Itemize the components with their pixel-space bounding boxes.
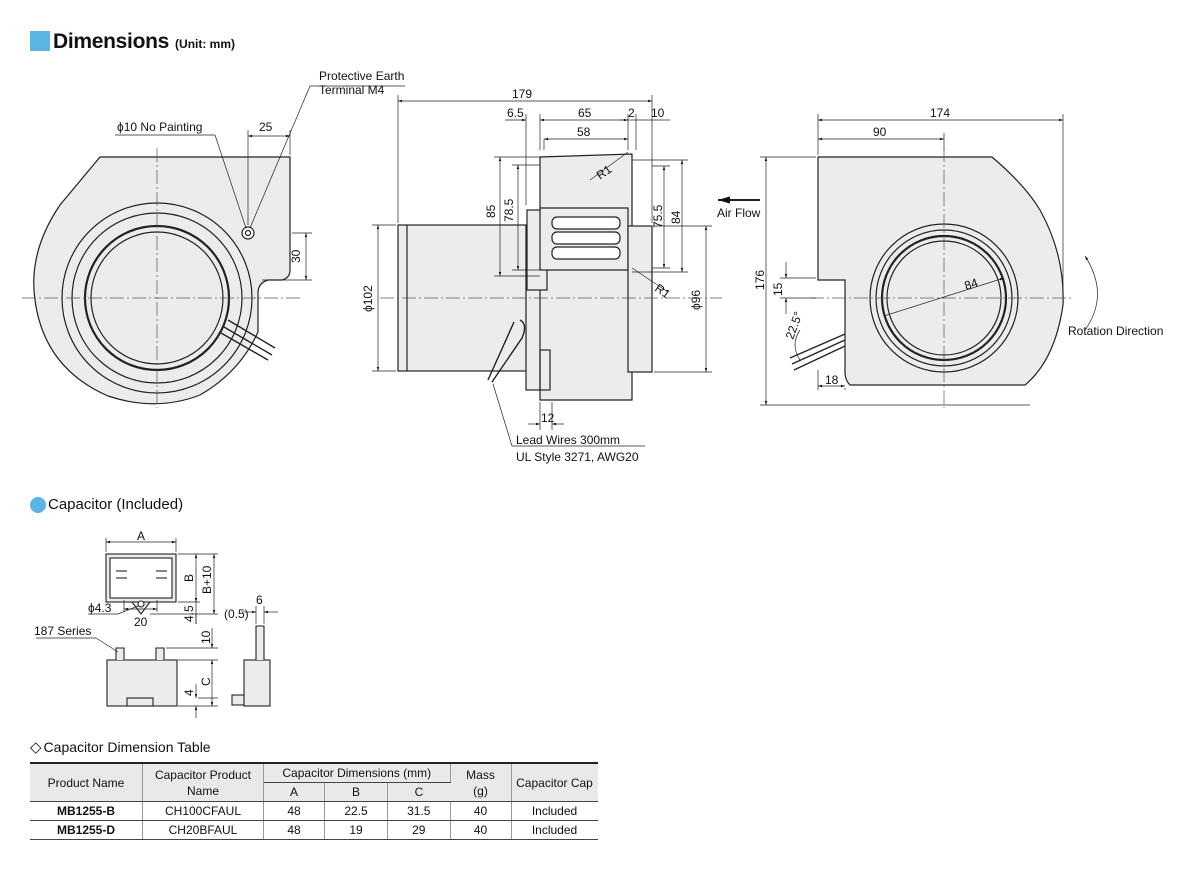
- side-dim-12: 12: [541, 411, 555, 425]
- cap-B10-label: B+10: [200, 565, 214, 594]
- cell-mass: 40: [450, 820, 512, 840]
- cell-mass: 40: [450, 801, 512, 821]
- capacitor-dot-icon: [30, 496, 46, 513]
- cell-cap: Included: [511, 820, 598, 840]
- header-capacitor-cap: Capacitor Cap: [511, 762, 598, 802]
- header-capacitor-product: Capacitor Product Name: [142, 762, 264, 802]
- rotation-direction-label: Rotation Direction: [1068, 324, 1163, 338]
- lead-wires-label-1: Lead Wires 300mm: [516, 433, 620, 447]
- earth-label-1: Protective Earth: [319, 69, 404, 83]
- table-header-row: Product Name Capacitor Product Name Capa…: [30, 762, 598, 802]
- side-dim-84: 84: [669, 210, 683, 224]
- side-view: [397, 153, 653, 401]
- side-dim-6-5: 6.5: [507, 106, 524, 120]
- front-dim-25: 25: [259, 120, 273, 134]
- cap-C-label: C: [199, 677, 213, 686]
- header-product-name: Product Name: [30, 762, 143, 802]
- table-subheader-row: A B C: [30, 782, 598, 802]
- cap-dim-20-label: 20: [134, 615, 148, 629]
- table-heading: ◇ Capacitor Dimension Table: [30, 738, 211, 756]
- rear-dim-174: 174: [930, 106, 950, 120]
- heading-square-icon: [30, 31, 50, 51]
- header-mass: Mass (g): [450, 762, 512, 802]
- front-dim-30: 30: [289, 249, 303, 263]
- cell-product: MB1255-B: [30, 801, 143, 821]
- side-dim-85: 85: [484, 204, 498, 218]
- side-dim-10: 10: [651, 106, 665, 120]
- table-row: MB1255-B CH100CFAUL 48 22.5 31.5 40 Incl…: [30, 801, 598, 821]
- rear-dim-18: 18: [825, 373, 839, 387]
- side-dim-179: 179: [512, 87, 532, 101]
- lead-wires-label-2: UL Style 3271, AWG20: [516, 450, 639, 464]
- cap-A-label: A: [137, 529, 145, 543]
- air-flow-label: Air Flow: [717, 206, 761, 220]
- cap-dim-4-5-label: 4.5: [182, 605, 196, 622]
- cell-A: 48: [263, 801, 325, 821]
- header-dimensions: Capacitor Dimensions (mm): [263, 762, 451, 783]
- rear-dim-15: 15: [771, 282, 785, 296]
- side-view-dims: [372, 95, 722, 447]
- rear-view-dims: [718, 114, 1098, 406]
- dimensions-heading: Dimensions (Unit: mm): [30, 28, 235, 54]
- capacitor-drawing: A B B+10 ϕ4.3 20 4.5 (0.5) 6 187 Series …: [34, 529, 278, 718]
- r1-bottom-label: R1: [652, 281, 673, 301]
- header-capacitor-product-line2: Name: [186, 783, 219, 798]
- cell-cap: Included: [511, 801, 598, 821]
- rear-view: [789, 148, 1072, 408]
- cell-B: 22.5: [324, 801, 388, 821]
- cell-C: 29: [387, 820, 451, 840]
- cell-capacitor: CH20BFAUL: [142, 820, 264, 840]
- cap-dim-4-label: 4: [182, 689, 196, 696]
- earth-label-2: Terminal M4: [319, 83, 385, 97]
- side-dim-58: 58: [577, 125, 591, 139]
- header-C: C: [387, 782, 450, 802]
- cap-dim-0-5-label: (0.5): [224, 607, 249, 621]
- side-dim-65: 65: [578, 106, 592, 120]
- header-capacitor-product-line1: Capacitor Product: [154, 767, 252, 782]
- cell-product: MB1255-D: [30, 820, 143, 840]
- cap-dim-6-label: 6: [256, 593, 263, 607]
- cap-B-label: B: [182, 574, 196, 582]
- cell-A: 48: [263, 820, 325, 840]
- heading-unit: (Unit: mm): [175, 37, 236, 51]
- heading-title: Dimensions: [53, 30, 170, 53]
- header-mass-line2: (g): [473, 783, 488, 798]
- capacitor-title: Capacitor (Included): [48, 496, 184, 513]
- cell-C: 31.5: [387, 801, 451, 821]
- rear-dim-176: 176: [753, 270, 767, 290]
- header-A: A: [263, 782, 325, 802]
- rear-dim-90: 90: [873, 125, 887, 139]
- cap-series-label: 187 Series: [34, 624, 91, 638]
- side-dim-2: 2: [628, 106, 635, 120]
- table-title: Capacitor Dimension Table: [43, 739, 211, 755]
- rear-dim-22-5: 22.5°: [783, 310, 806, 341]
- header-B: B: [324, 782, 388, 802]
- cell-capacitor: CH100CFAUL: [142, 801, 264, 821]
- capacitor-dimension-table: Product Name Capacitor Product Name Capa…: [30, 762, 598, 840]
- cap-dim-10-label: 10: [199, 630, 213, 644]
- capacitor-heading: Capacitor (Included): [30, 496, 183, 513]
- rear-dim-84: 84: [963, 275, 980, 293]
- front-view-dims: [115, 85, 405, 281]
- side-phi102: ϕ102: [361, 285, 375, 312]
- diamond-icon: ◇: [30, 739, 42, 756]
- side-dim-75-5: 75.5: [651, 204, 665, 228]
- dimension-drawing: Protective Earth Terminal M4 ϕ10 No Pain…: [22, 69, 1163, 464]
- side-phi96: ϕ96: [689, 290, 703, 310]
- header-mass-line1: Mass: [466, 767, 495, 782]
- table-row: MB1255-D CH20BFAUL 48 19 29 40 Included: [30, 820, 598, 840]
- cap-phi43-label: ϕ4.3: [88, 601, 112, 615]
- no-paint-label: ϕ10 No Painting: [117, 120, 202, 134]
- front-view: [22, 148, 300, 408]
- side-dim-78-5: 78.5: [502, 198, 516, 222]
- cell-B: 19: [324, 820, 388, 840]
